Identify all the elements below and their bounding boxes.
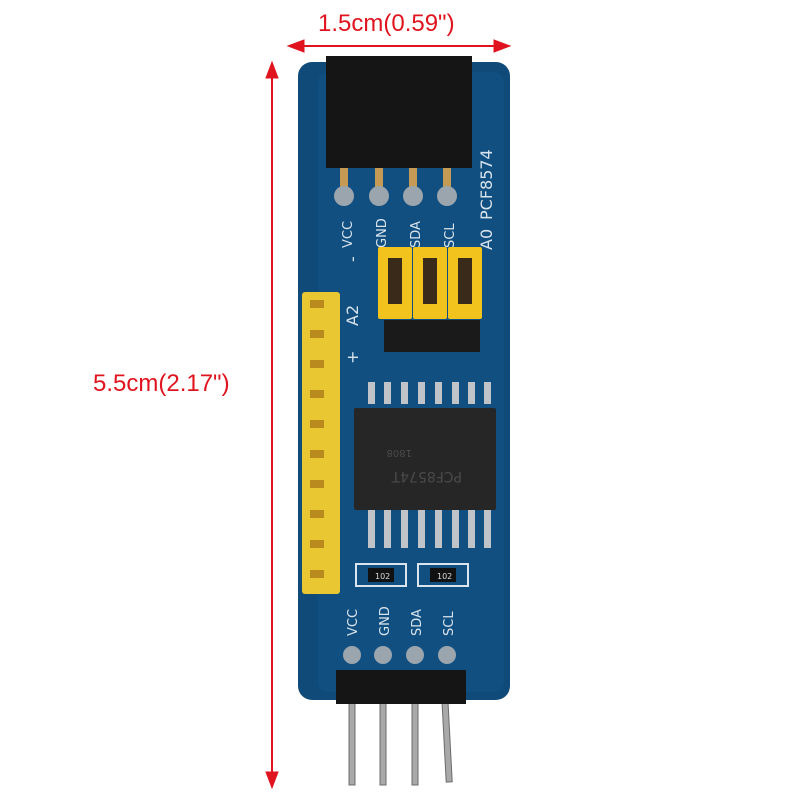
width-dimension-label: 1.5cm(0.59")	[318, 10, 455, 37]
bottom-label-sda: SDA	[410, 609, 425, 636]
top-label-scl: SCL	[443, 223, 458, 248]
label-minus: -	[343, 256, 362, 262]
top-label-gnd: GND	[375, 218, 390, 248]
top-label-vcc: VCC	[341, 221, 356, 248]
bottom-label-scl: SCL	[442, 611, 457, 636]
width-dimension-arrow	[286, 39, 512, 53]
bottom-header-pins	[348, 699, 453, 786]
pcf8574t-chip	[354, 408, 496, 510]
ic-date-code: 1808	[387, 447, 412, 458]
label-chip-name: PCF8574	[477, 149, 496, 220]
resistors: 102 102	[355, 563, 469, 587]
ic-pins	[368, 382, 491, 548]
bottom-male-header	[336, 670, 466, 704]
label-plus: +	[343, 351, 362, 364]
left-yellow-pin-header	[302, 292, 340, 594]
address-jumpers	[378, 247, 482, 352]
top-female-header	[326, 56, 472, 168]
top-label-sda: SDA	[409, 221, 424, 248]
bottom-label-vcc: VCC	[346, 609, 361, 636]
label-a0: A0	[477, 229, 496, 250]
resistor-marking-2: 102	[437, 572, 452, 581]
bottom-pin-pads	[343, 646, 456, 664]
label-a2: A2	[343, 305, 362, 326]
top-header-pins	[334, 168, 457, 206]
height-dimension-arrow	[265, 60, 279, 790]
resistor-marking-1: 102	[375, 572, 390, 581]
bottom-label-gnd: GND	[378, 606, 393, 636]
height-dimension-label: 5.5cm(2.17")	[93, 370, 230, 397]
ic-marking: PCF8574T	[391, 468, 462, 484]
